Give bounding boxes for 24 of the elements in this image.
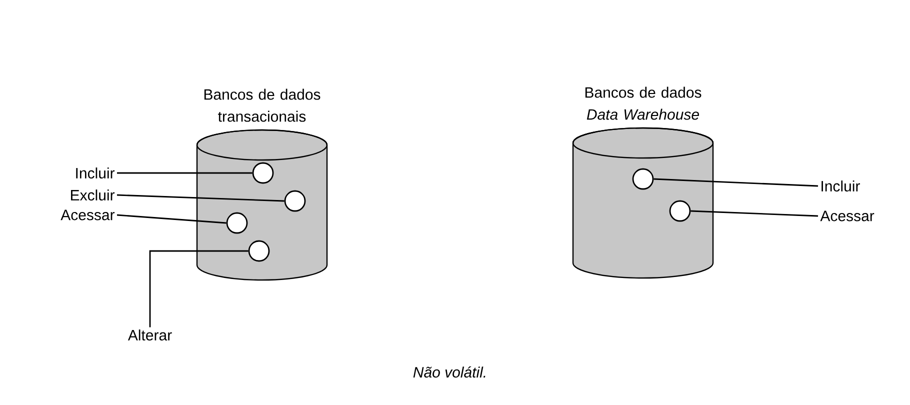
text-label: Acessar — [820, 210, 874, 222]
node-label: Bancos de dados transacionais — [204, 88, 320, 122]
circle — [632, 168, 654, 190]
leader-line — [149, 250, 248, 328]
circle — [252, 162, 274, 184]
circle — [669, 200, 691, 222]
leader-line — [116, 194, 284, 202]
node-label: Bancos de dados — [585, 86, 702, 98]
caption: Não volátil. — [413, 366, 486, 378]
leader-line — [690, 210, 818, 217]
leader-line — [117, 172, 252, 174]
text-label: Excluir — [71, 190, 115, 200]
circle — [248, 240, 270, 262]
leader-line — [116, 214, 226, 224]
text-label: Incluir — [822, 180, 860, 192]
database-cylinder: Bancos de dados transacionais — [196, 88, 328, 281]
text-label: Incluir — [76, 168, 115, 178]
node-label: Data Warehouse — [586, 108, 699, 120]
text-label: Alterar — [128, 330, 172, 340]
leader-line — [654, 178, 818, 187]
database-cylinder: Bancos de dados Data Warehouse — [572, 86, 714, 279]
text-label: Acessar — [60, 210, 115, 220]
circle — [226, 212, 248, 234]
circle — [284, 190, 306, 212]
